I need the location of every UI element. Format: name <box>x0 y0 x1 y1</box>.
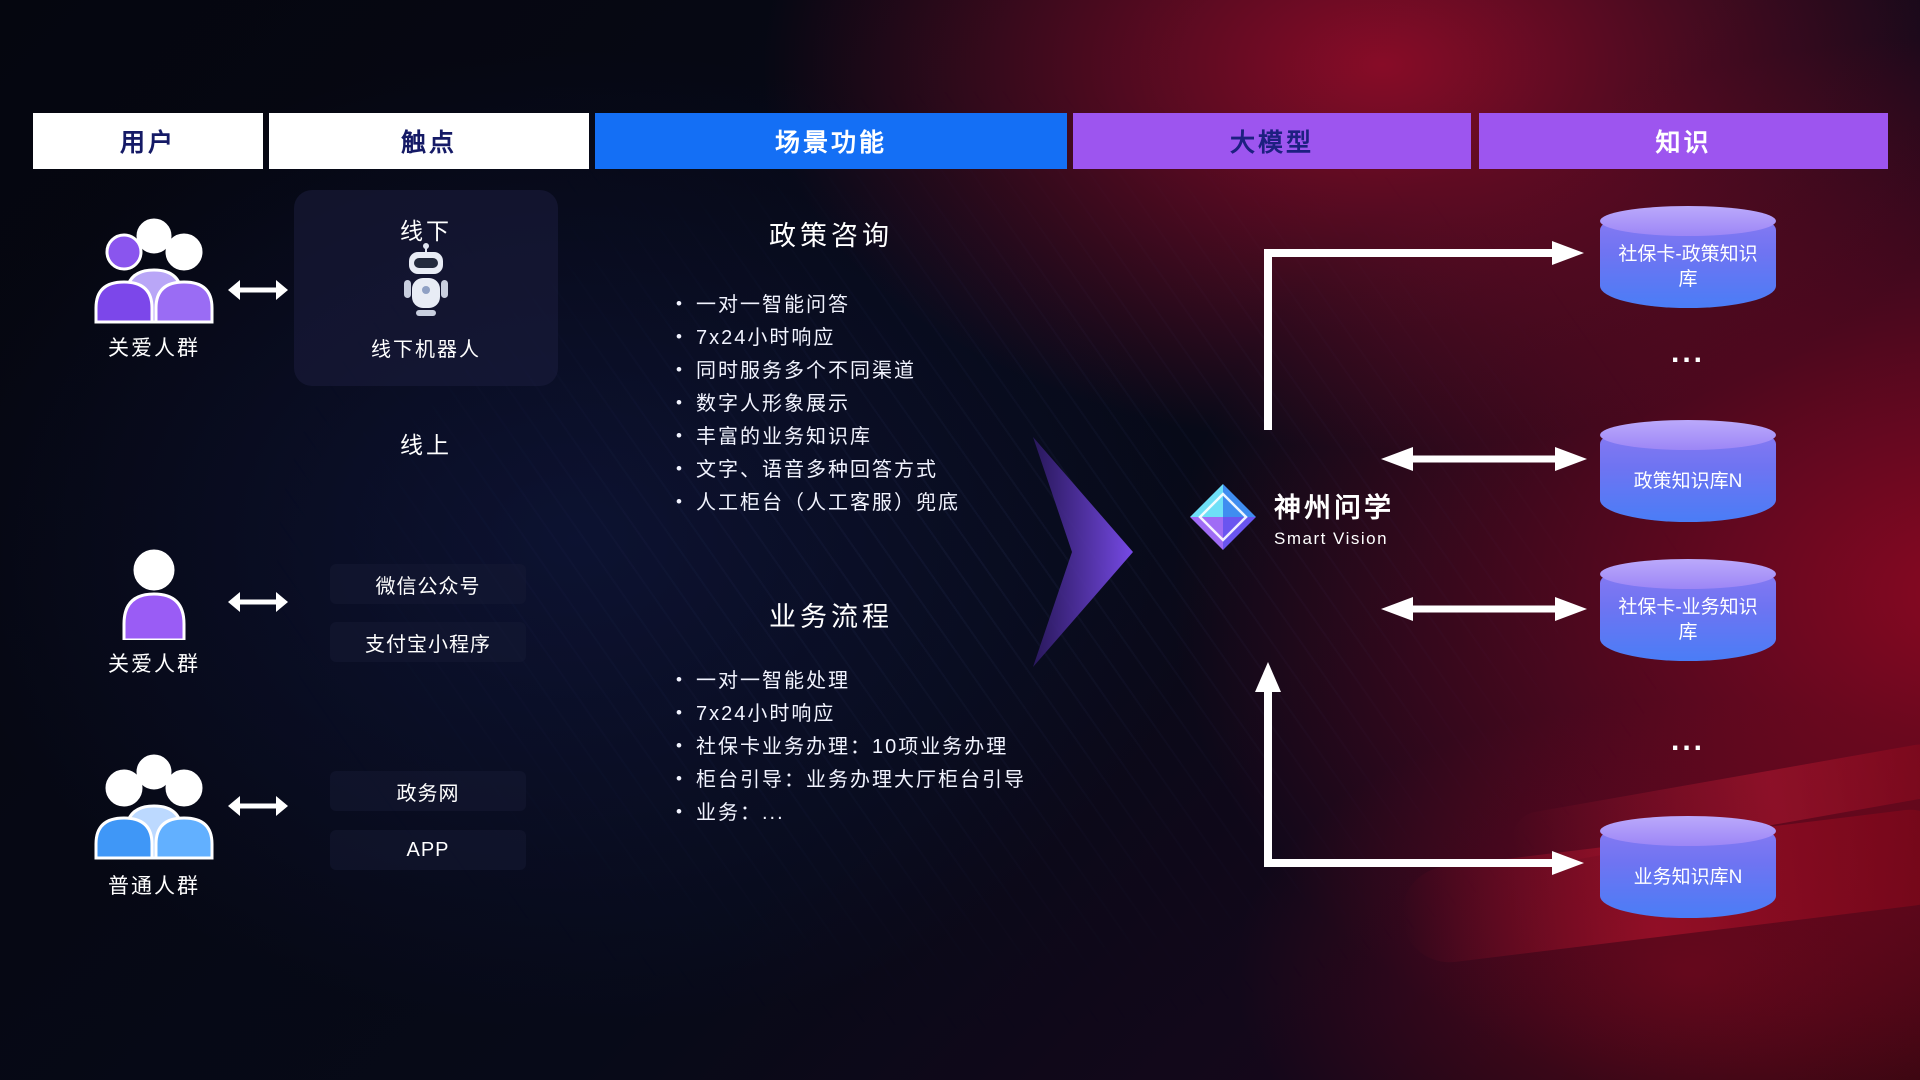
policy-feature-list: 一对一智能问答 7x24小时响应 同时服务多个不同渠道 数字人形象展示 丰富的业… <box>676 289 1106 520</box>
bidirectional-arrow-icon <box>228 796 288 816</box>
db-label: 政策知识库N <box>1633 470 1743 492</box>
header-scenes: 场景功能 <box>595 113 1067 169</box>
channel-app-label: APP <box>406 838 450 861</box>
ellipsis: ... <box>1670 336 1705 369</box>
db-cylinder-top <box>1600 206 1776 236</box>
robot-icon <box>404 243 448 316</box>
offline-robot-label: 线下机器人 <box>371 339 481 361</box>
care-person-icon <box>122 549 186 640</box>
db-cylinder-top <box>1600 816 1776 846</box>
header-touchpoints: 触点 <box>269 113 589 169</box>
list-item: 同时服务多个不同渠道 <box>676 355 1106 388</box>
db-label: 业务知识库N <box>1633 866 1743 888</box>
header-touchpoints-label: 触点 <box>400 129 457 157</box>
flow-arrow-icon <box>1033 437 1133 667</box>
db-business-n: 业务知识库N <box>1600 816 1776 918</box>
list-item: 7x24小时响应 <box>676 322 1106 355</box>
general-group-label: 普通人群 <box>108 875 200 898</box>
db-policy-n: 政策知识库N <box>1600 420 1776 522</box>
list-item: 社保卡业务办理：10项业务办理 <box>676 731 1106 764</box>
db-cylinder-top <box>1600 559 1776 589</box>
list-item: 文字、语音多种回答方式 <box>676 454 1106 487</box>
channel-app: APP <box>330 830 526 870</box>
channel-gov-web: 政务网 <box>330 771 526 811</box>
bidirectional-arrow-icon <box>228 592 288 612</box>
header-scenes-label: 场景功能 <box>774 129 887 157</box>
db-label: 社保卡-政策知识库 <box>1618 244 1758 290</box>
channel-wechat: 微信公众号 <box>330 564 526 604</box>
header-knowledge: 知识 <box>1479 113 1888 169</box>
model-name: 神州问学 <box>1274 492 1394 523</box>
list-item: 人工柜台（人工客服）兜底 <box>676 487 1106 520</box>
list-item: 柜台引导：业务办理大厅柜台引导 <box>676 764 1106 797</box>
model-brand: 神州问学 Smart Vision <box>1186 480 1394 554</box>
business-feature-list: 一对一智能处理 7x24小时响应 社保卡业务办理：10项业务办理 柜台引导：业务… <box>676 665 1106 830</box>
header-model: 大模型 <box>1073 113 1471 169</box>
list-item: 数字人形象展示 <box>676 388 1106 421</box>
list-item: 一对一智能问答 <box>676 289 1106 322</box>
channel-alipay: 支付宝小程序 <box>330 622 526 662</box>
model-subtitle: Smart Vision <box>1274 528 1389 548</box>
header-knowledge-label: 知识 <box>1655 129 1712 157</box>
model-text: 神州问学 Smart Vision <box>1274 486 1394 549</box>
header-users-label: 用户 <box>119 129 176 157</box>
list-item: 一对一智能处理 <box>676 665 1106 698</box>
list-item: 丰富的业务知识库 <box>676 421 1106 454</box>
db-label: 社保卡-业务知识库 <box>1618 597 1758 643</box>
offline-touchpoint-card: 线下 线下机器人 <box>294 190 558 386</box>
business-section-title: 业务流程 <box>769 602 893 632</box>
policy-section-title: 政策咨询 <box>769 221 893 251</box>
list-item: 业务：... <box>676 797 1106 830</box>
care-person-label: 关爱人群 <box>108 653 200 676</box>
db-business-ss-card: 社保卡-业务知识库 <box>1600 559 1776 661</box>
ellipsis: ... <box>1670 724 1705 757</box>
channel-alipay-label: 支付宝小程序 <box>365 633 491 656</box>
channel-wechat-label: 微信公众号 <box>375 575 481 598</box>
bidirectional-arrow-icon <box>228 280 288 300</box>
smart-vision-logo-icon <box>1190 484 1256 550</box>
header-users: 用户 <box>33 113 263 169</box>
care-group-icon <box>94 218 214 324</box>
channel-gov-web-label: 政务网 <box>396 782 460 805</box>
db-policy-ss-card: 社保卡-政策知识库 <box>1600 206 1776 308</box>
list-item: 7x24小时响应 <box>676 698 1106 731</box>
db-cylinder-top <box>1600 420 1776 450</box>
header-model-label: 大模型 <box>1229 129 1314 157</box>
online-title: 线上 <box>400 432 452 458</box>
care-group-label: 关爱人群 <box>108 337 200 360</box>
offline-title: 线下 <box>400 218 452 244</box>
general-group-icon <box>94 754 214 860</box>
